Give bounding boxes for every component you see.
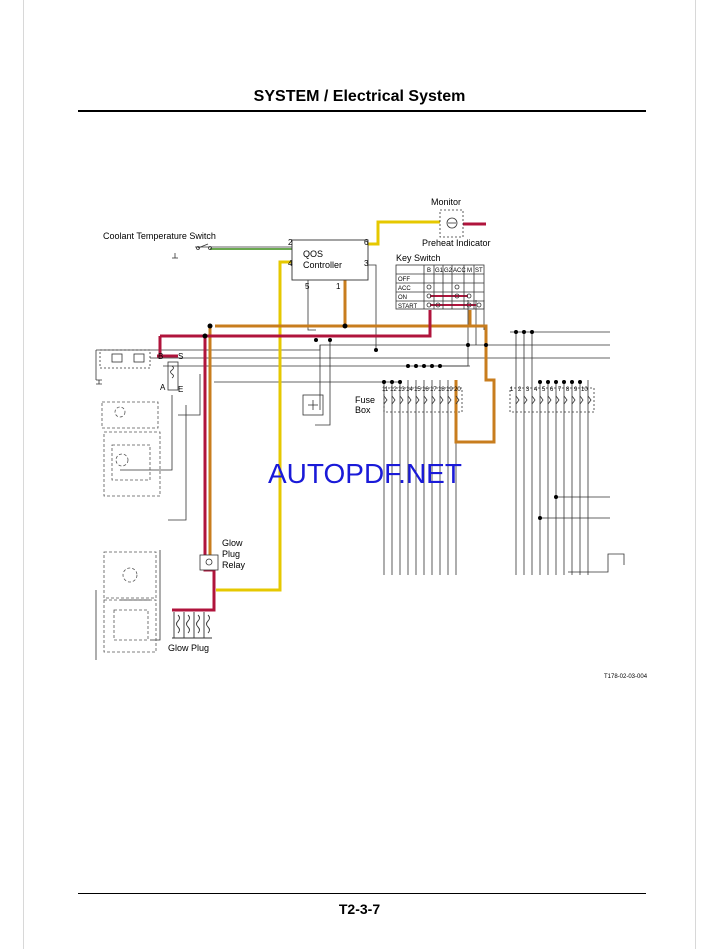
page-number: T2-3-7 [338,901,381,917]
key-terminal-m: M [467,268,472,274]
fuse-number: 5 [542,387,546,393]
red-wire [160,310,432,338]
yellow-wire [216,260,292,592]
relay-terminal-s: S [178,352,183,361]
fuse-number: 14 [406,387,413,393]
glow-plug-relay-label-line3: Relay [222,560,246,570]
fuse-number: 10 [581,387,588,393]
fuse-number: 2 [518,387,522,393]
fuse-number: 9 [574,387,578,393]
fuse-number: 20 [454,387,461,393]
glow-plug-relay-label-line1: Glow [222,538,243,548]
fuse-number: 7 [558,387,562,393]
fuse-number: 17 [430,387,437,393]
coloured-wires [157,220,496,612]
qos-pin-5: 5 [305,282,310,291]
qos-pin-4: 4 [288,259,293,268]
key-position-acc: ACC [398,286,411,292]
fuse-number: 16 [422,387,429,393]
key-terminal-g2: G2 [444,268,453,274]
relay-terminal-b: B [158,352,163,361]
fuse-box-left-symbols [383,395,460,405]
key-terminal-st: ST [475,268,483,274]
fuse-number: 12 [390,387,397,393]
fuse-number: 8 [566,387,570,393]
qos-pin-6: 6 [364,238,369,247]
monitor-label: Monitor [431,197,461,207]
thin-wires [95,246,625,660]
yellow-wire [368,220,440,246]
qos-controller-label-line2: Controller [303,260,342,270]
key-terminal-b: B [427,268,431,274]
coolant-switch-symbol [172,243,212,259]
alternator-symbol [101,401,161,497]
qos-pin-1: 1 [336,282,341,291]
starter-relay [96,349,179,391]
key-terminal-g1: G1 [435,268,444,274]
page-title: SYSTEM / Electrical System [253,88,466,105]
fuse-number: 13 [398,387,405,393]
page-border-right [695,0,696,949]
key-position-off: OFF [398,277,410,283]
qos-pin-3: 3 [364,259,369,268]
key-terminal-acc: ACC [453,268,466,274]
starter-motor-symbol [103,551,157,653]
glow-plug-relay-label-line2: Plug [222,549,240,559]
glow-plug-relay-symbol [199,554,219,571]
fuse-number: 15 [414,387,421,393]
figure-code: T178-02-03-004 [604,674,648,680]
junction-dots [202,323,582,520]
fuse-number: 18 [438,387,445,393]
key-position-start: START [398,304,417,310]
key-switch-label: Key Switch [396,253,441,263]
coolant-switch-label: Coolant Temperature Switch [103,231,216,241]
relay-terminal-a: A [160,383,166,392]
qos-controller-label-line1: QOS [303,249,323,259]
orange-wire [454,310,496,444]
key-switch-table [395,264,485,310]
fuse-number: 6 [550,387,554,393]
footer-rule [78,893,646,894]
watermark: AUTOPDF.NET [268,458,462,489]
glow-plugs-symbol [172,612,212,639]
fuse-box-label-line2: Box [355,405,371,415]
small-relay-symbol [302,394,324,416]
fuse-number: 11 [382,387,389,393]
fuse-number: 4 [534,387,538,393]
fuse-box-right-symbols [515,395,592,405]
fuse-number: 1 [510,387,514,393]
qos-controller-box [291,239,369,281]
preheat-indicator-label: Preheat Indicator [422,238,491,248]
fuse-number: 3 [526,387,530,393]
fuse-number: 19 [446,387,453,393]
key-position-on: ON [398,295,407,301]
glow-plug-label: Glow Plug [168,643,209,653]
qos-pin-2: 2 [288,238,293,247]
preheat-indicator-lamp [439,209,464,238]
fuse-numbers-right: 1 2 3 4 5 6 7 8 9 10 [510,387,588,393]
page-border-left [23,0,24,949]
fuse-box-label-line1: Fuse [355,395,375,405]
header-rule [78,110,646,112]
relay-terminal-e: E [178,385,183,394]
fuse-numbers-left: 11 12 13 14 15 16 17 18 19 20 [382,387,461,393]
